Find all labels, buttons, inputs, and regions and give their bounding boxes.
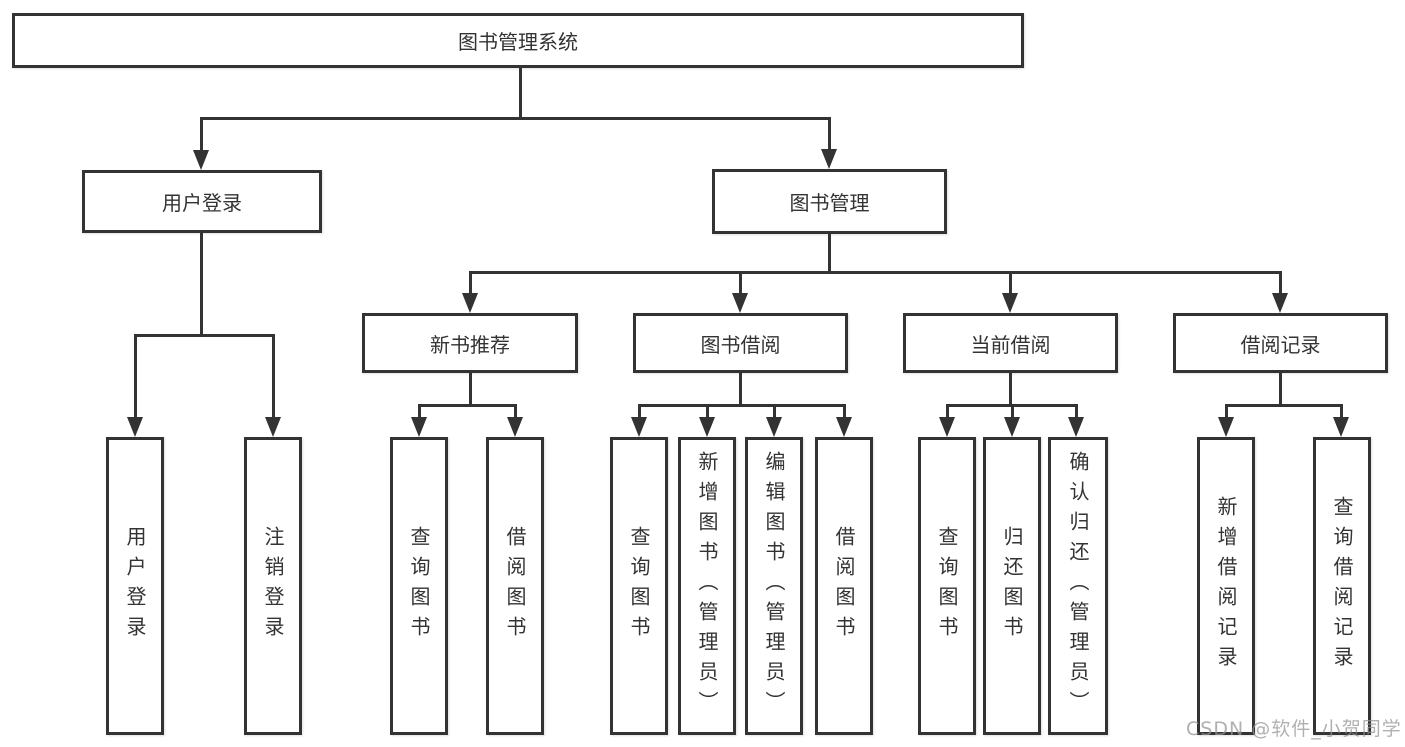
leaf-confirm-return-admin: 确认归还（管理员） [1048,437,1108,735]
connector-arrowhead [1272,293,1288,313]
leaf-query-books-recommend-label: 查询图书 [407,526,431,646]
connector-line [1009,373,1012,406]
connector-arrowhead [127,417,143,437]
connector-arrowhead [462,293,478,313]
node-current-borrow: 当前借阅 [903,313,1118,373]
connector-line [1279,271,1282,294]
connector-arrowhead [699,417,715,437]
node-root-label: 图书管理系统 [458,30,578,54]
connector-line [200,117,831,120]
leaf-add-borrow-record: 新增借阅记录 [1197,437,1255,735]
leaf-borrow-books-recommend-label: 借阅图书 [503,526,527,646]
node-root: 图书管理系统 [12,13,1024,68]
connector-line [418,404,517,407]
leaf-query-borrow-record: 查询借阅记录 [1313,437,1371,735]
connector-line [418,404,421,418]
connector-arrowhead [821,149,837,169]
node-user-login-label: 用户登录 [162,191,242,215]
connector-line [1340,404,1343,418]
leaf-query-borrow-record-label: 查询借阅记录 [1330,496,1354,676]
connector-arrowhead [1004,417,1020,437]
node-new-book-recommend: 新书推荐 [362,313,578,373]
leaf-edit-book-admin-label: 编辑图书（管理员） [762,451,786,721]
node-current-borrow-label: 当前借阅 [970,332,1051,357]
connector-arrowhead [766,417,782,437]
node-user-login: 用户登录 [82,170,322,233]
leaf-add-borrow-record-label: 新增借阅记录 [1214,496,1238,676]
leaf-return-book: 归还图书 [983,437,1041,735]
connector-line [1009,271,1012,294]
connector-line [200,233,203,336]
connector-line [1279,373,1282,406]
connector-arrowhead [836,417,852,437]
connector-line [773,404,776,418]
connector-line [1075,404,1078,418]
connector-line [1225,404,1228,418]
connector-arrowhead [631,417,647,437]
connector-arrowhead [265,417,281,437]
leaf-logout-label: 注销登录 [261,526,285,646]
connector-line [828,234,831,273]
leaf-query-books-current-label: 查询图书 [935,526,959,646]
connector-arrowhead [732,293,748,313]
node-book-borrow-label: 图书借阅 [700,332,781,357]
leaf-borrow-books-label: 借阅图书 [832,526,856,646]
connector-line [200,117,203,151]
connector-arrowhead [507,417,523,437]
leaf-logout: 注销登录 [244,437,302,735]
connector-arrowhead [1333,417,1349,437]
connector-line [946,404,949,418]
connector-arrowhead [939,417,955,437]
node-book-borrow: 图书借阅 [633,313,848,373]
connector-line [469,271,1282,274]
leaf-add-book-admin-label: 新增图书（管理员） [695,451,719,721]
csdn-watermark: CSDN @软件_小贺同学 [1186,718,1402,740]
connector-line [638,404,845,407]
connector-arrowhead [193,150,209,170]
connector-line [469,271,472,294]
leaf-add-book-admin: 新增图书（管理员） [678,437,736,735]
leaf-query-books-borrow: 查询图书 [610,437,668,735]
connector-arrowhead [1002,293,1018,313]
leaf-query-books-recommend: 查询图书 [390,437,448,735]
leaf-return-book-label: 归还图书 [1000,526,1024,646]
leaf-borrow-books: 借阅图书 [815,437,873,735]
connector-line [134,334,137,418]
connector-arrowhead [411,417,427,437]
connector-line [739,373,742,406]
connector-line [706,404,709,418]
node-book-management-label: 图书管理 [789,191,870,215]
connector-line [514,404,517,418]
connector-arrowhead [1068,417,1084,437]
leaf-query-books-borrow-label: 查询图书 [627,526,651,646]
connector-line [843,404,846,418]
connector-line [272,334,275,418]
connector-line [1011,404,1014,418]
leaf-confirm-return-admin-label: 确认归还（管理员） [1066,451,1090,721]
node-borrow-records-label: 借阅记录 [1240,332,1321,357]
connector-line [134,334,275,337]
connector-line [519,68,522,118]
connector-line [638,404,641,418]
leaf-edit-book-admin: 编辑图书（管理员） [745,437,803,735]
leaf-query-books-current: 查询图书 [918,437,976,735]
leaf-user-login-label: 用户登录 [123,526,147,646]
connector-line [469,373,472,406]
connector-line [1225,404,1343,407]
leaf-borrow-books-recommend: 借阅图书 [486,437,544,735]
connector-arrowhead [1218,417,1234,437]
connector-line [739,271,742,294]
node-new-book-recommend-label: 新书推荐 [430,332,510,357]
connector-line [828,117,831,151]
node-borrow-records: 借阅记录 [1173,313,1388,373]
node-book-management: 图书管理 [712,169,947,234]
leaf-user-login: 用户登录 [106,437,164,735]
